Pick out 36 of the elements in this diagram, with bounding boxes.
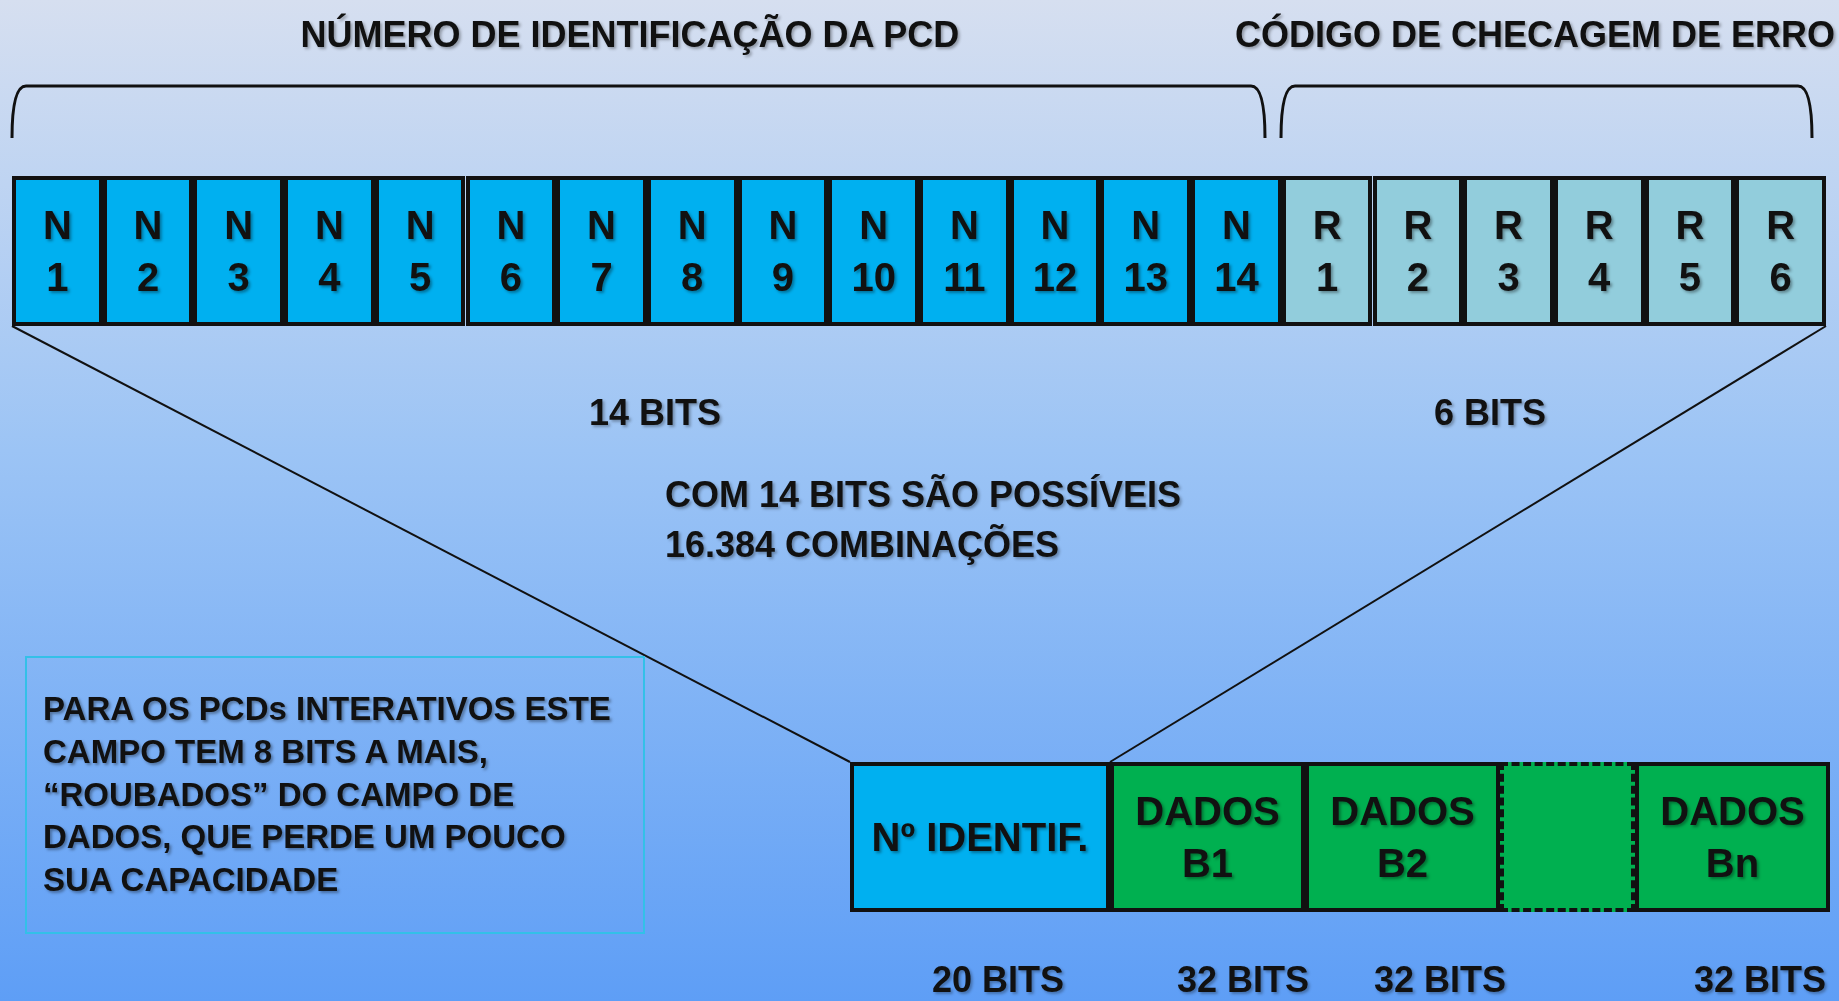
bit-cell: N 12: [1009, 176, 1101, 326]
bit-cell: N 6: [465, 176, 557, 326]
bit-count: 32 BITS: [1177, 958, 1310, 1001]
bit-cell: N 10: [828, 176, 919, 326]
bit-cell: R 2: [1372, 176, 1464, 326]
zoom-line: [1109, 325, 1827, 763]
field-box: DADOS B2: [1305, 762, 1500, 912]
field-box: DADOS B1: [1110, 762, 1305, 912]
heading: NÚMERO DE IDENTIFICAÇÃO DA PCD: [300, 12, 960, 57]
bit-cell: N 13: [1100, 176, 1192, 326]
bit-cell: N 1: [12, 176, 103, 326]
field-box: Nº IDENTIF.: [850, 762, 1110, 912]
bit-count: 6 BITS: [1434, 391, 1547, 435]
bit-cell: R 6: [1735, 176, 1826, 326]
bit-cell: N 11: [919, 176, 1010, 326]
bit-cell: R 3: [1463, 176, 1554, 326]
bit-cell: R 4: [1553, 176, 1645, 326]
bit-cell: N 2: [102, 176, 194, 326]
bit-cell: R 5: [1644, 176, 1736, 326]
bit-cell: N 8: [646, 176, 738, 326]
bit-cell: N 9: [737, 176, 829, 326]
bit-count: 20 BITS: [932, 958, 1065, 1001]
note-box: PARA OS PCDs INTERATIVOS ESTE CAMPO TEM 8 BITS A MAIS, “ROUBADOS” DO CAMPO DE DADOS, QUE PERDE UM POUCO SUA CAPACIDADE: [25, 656, 645, 934]
bit-count: 32 BITS: [1374, 958, 1507, 1001]
bit-count: 32 BITS: [1694, 958, 1827, 1001]
bit-cell: N 4: [284, 176, 375, 326]
heading: CÓDIGO DE CHECAGEM DE ERRO: [1235, 12, 1836, 57]
bit-cell: N 5: [374, 176, 466, 326]
note-text: COM 14 BITS SÃO POSSÍVEIS 16.384 COMBINAÇÕES: [665, 473, 1183, 568]
bit-count: 14 BITS: [589, 391, 722, 435]
bit-cell: N 14: [1191, 176, 1282, 326]
field-box: DADOS Bn: [1635, 762, 1830, 912]
bit-cell: R 1: [1281, 176, 1373, 326]
bit-cell: N 7: [556, 176, 647, 326]
zoom-line: [11, 325, 851, 763]
bit-cell: N 3: [193, 176, 285, 326]
